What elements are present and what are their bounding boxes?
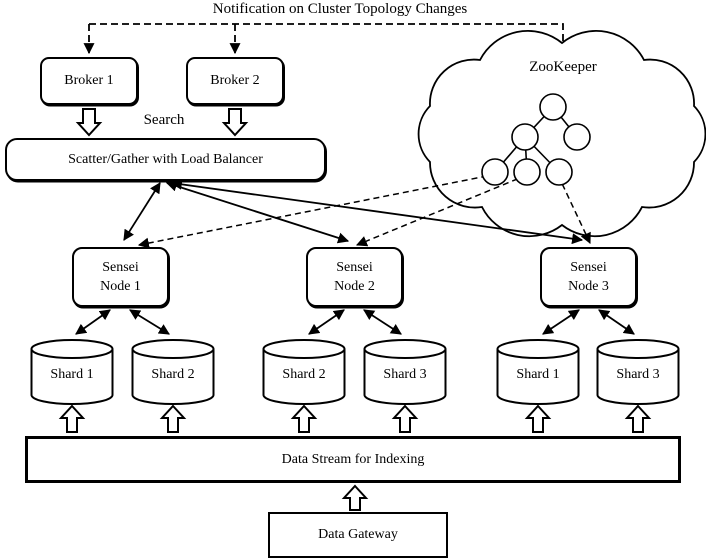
diagram-title: Notification on Cluster Topology Changes bbox=[212, 1, 468, 17]
shard-cylinders bbox=[30, 339, 680, 405]
sensei-node-1-box: Sensei Node 1 bbox=[72, 247, 169, 307]
shard-label: Shard 3 bbox=[383, 367, 427, 382]
sensei-node-2-line2: Node 2 bbox=[334, 279, 375, 294]
sensei-node-2-box: Sensei Node 2 bbox=[306, 247, 403, 307]
shard-label: Shard 2 bbox=[282, 367, 326, 382]
gateway-arrow bbox=[341, 484, 369, 511]
data-stream-box: Data Stream for Indexing bbox=[25, 436, 681, 483]
scatter-node-arrows bbox=[123, 178, 584, 245]
shard-label: Shard 1 bbox=[50, 367, 94, 382]
notification-dashed-line bbox=[83, 23, 564, 55]
node-shard-arrows bbox=[75, 309, 635, 335]
shard-cylinder bbox=[496, 339, 580, 405]
sensei-node-1-line1: Sensei bbox=[102, 260, 139, 275]
sensei-node-3-line1: Sensei bbox=[570, 260, 607, 275]
broker-2-box: Broker 2 bbox=[186, 57, 284, 105]
sensei-node-3-line2: Node 3 bbox=[568, 279, 609, 294]
broker-1-box: Broker 1 bbox=[40, 57, 138, 105]
sensei-node-3-box: Sensei Node 3 bbox=[540, 247, 637, 307]
shard-label: Shard 3 bbox=[616, 367, 660, 382]
zookeeper-tree bbox=[481, 93, 591, 186]
sensei-node-2-line1: Sensei bbox=[336, 260, 373, 275]
shard-cylinder bbox=[262, 339, 346, 405]
shard-label: Shard 2 bbox=[151, 367, 195, 382]
load-balancer-box: Scatter/Gather with Load Balancer bbox=[5, 138, 326, 181]
zookeeper-cloud-label: ZooKeeper bbox=[529, 59, 597, 75]
indexing-arrows bbox=[58, 404, 652, 433]
data-gateway-box: Data Gateway bbox=[268, 512, 448, 558]
search-label: Search bbox=[143, 112, 185, 128]
shard-cylinder bbox=[363, 339, 447, 405]
shard-label: Shard 1 bbox=[516, 367, 560, 382]
shard-cylinder bbox=[131, 339, 215, 405]
sensei-node-1-line2: Node 1 bbox=[100, 279, 141, 294]
search-arrows bbox=[75, 108, 249, 137]
shard-cylinder bbox=[596, 339, 680, 405]
shard-cylinder bbox=[30, 339, 114, 405]
